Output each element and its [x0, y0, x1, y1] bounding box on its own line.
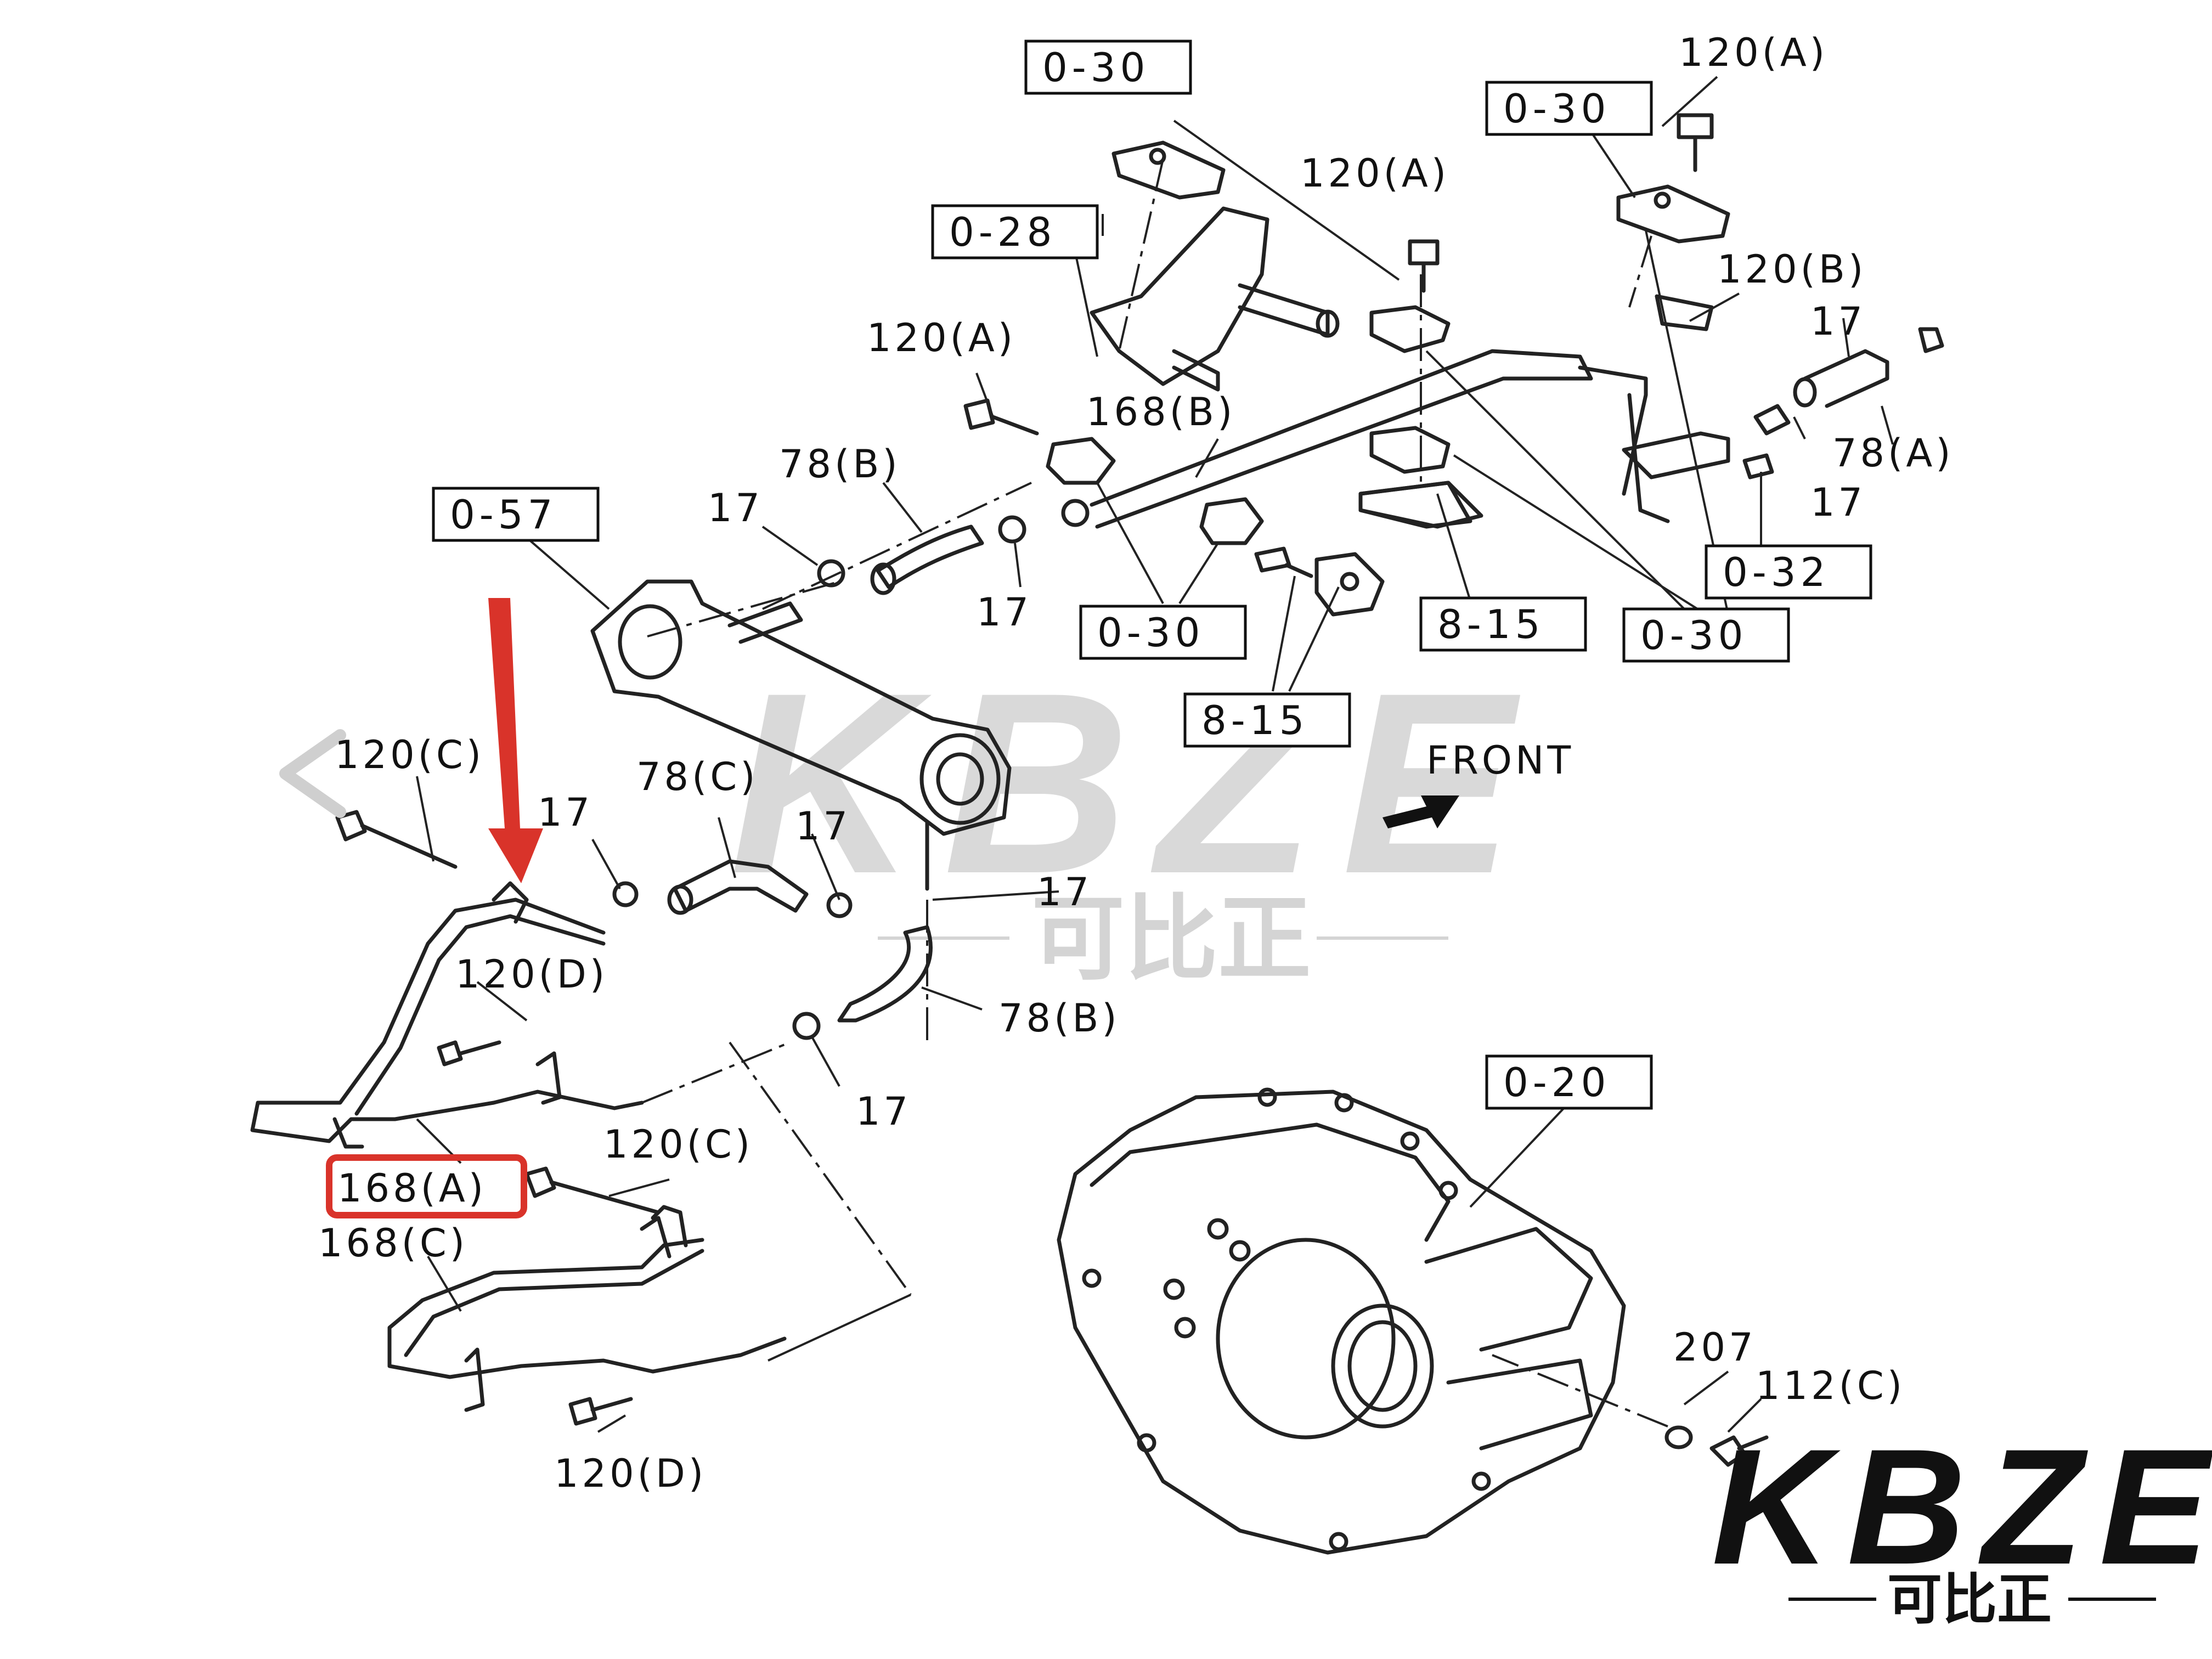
label-17-a: 17	[708, 486, 763, 531]
label-78a: 78(A)	[1832, 431, 1954, 476]
label-0-28: 0-28	[949, 209, 1056, 255]
label-78c: 78(C)	[636, 754, 759, 799]
logo-cn: 可比正	[1887, 1567, 2052, 1632]
label-8-15-mid: 8-15	[1201, 697, 1308, 743]
label-0-30-top: 0-30	[1042, 44, 1149, 91]
label-78b-low: 78(B)	[998, 996, 1120, 1041]
label-120b: 120(B)	[1717, 247, 1866, 292]
leader-lines	[416, 76, 1894, 1433]
boxed-labels: 0-30 0-30 0-28 0-57 0-30 8-15 8-15 0-30 …	[432, 40, 1872, 1110]
part-labels: 120(A) 120(A) 120(B) 17 78(A) 17 120(A) …	[318, 30, 1954, 1496]
label-120d-low: 120(D)	[554, 1451, 707, 1496]
label-17-d: 17	[795, 804, 851, 849]
label-120a-mid: 120(A)	[1300, 151, 1449, 196]
label-0-57: 0-57	[450, 492, 557, 538]
label-0-30-right: 0-30	[1503, 86, 1610, 132]
small-hardware-bottom-right	[1664, 1425, 1769, 1467]
label-17-e: 17	[1037, 870, 1092, 915]
label-8-15-right: 8-15	[1437, 601, 1544, 647]
label-120a-top: 120(A)	[1679, 30, 1828, 75]
watermark-text: KBZE	[730, 639, 1541, 927]
label-120a-left: 120(A)	[867, 315, 1016, 360]
label-0-30-low: 0-30	[1640, 612, 1747, 658]
label-78b-top: 78(B)	[779, 442, 901, 487]
previous-chevron-icon[interactable]	[279, 729, 346, 818]
front-indicator: FRONT	[1383, 738, 1574, 828]
label-17-f: 17	[856, 1089, 911, 1134]
label-120c-top: 120(C)	[335, 732, 484, 777]
mid-assembly	[817, 398, 1385, 617]
highlight-box	[326, 1154, 527, 1218]
label-207: 207	[1673, 1325, 1757, 1370]
label-0-32: 0-32	[1723, 549, 1830, 595]
label-17-r: 17	[1810, 480, 1866, 525]
cooler-0-57	[590, 579, 1012, 891]
label-120c-low: 120(C)	[603, 1122, 753, 1167]
bell-housing-0-20	[1057, 1087, 1626, 1555]
label-0-20: 0-20	[1503, 1059, 1610, 1105]
label-17-c: 17	[538, 790, 593, 835]
highlight-arrow	[488, 598, 543, 883]
label-168a: 168(A)	[337, 1166, 487, 1211]
top-brackets	[1090, 113, 1944, 529]
watermark-cn: 可比正	[1031, 885, 1311, 994]
label-17-b: 17	[977, 590, 1032, 635]
label-120d-top: 120(D)	[455, 952, 608, 997]
front-label: FRONT	[1426, 738, 1574, 783]
label-112c: 112(C)	[1756, 1363, 1905, 1408]
brand-logo: KBZE 可比正	[1712, 1414, 2212, 1632]
label-168c: 168(C)	[318, 1221, 468, 1266]
label-0-30-mid: 0-30	[1097, 610, 1204, 656]
label-168b: 168(B)	[1086, 390, 1235, 435]
lower-left-pipes	[250, 810, 933, 1426]
logo-text: KBZE	[1712, 1414, 2212, 1599]
label-17-tr: 17	[1810, 299, 1866, 344]
